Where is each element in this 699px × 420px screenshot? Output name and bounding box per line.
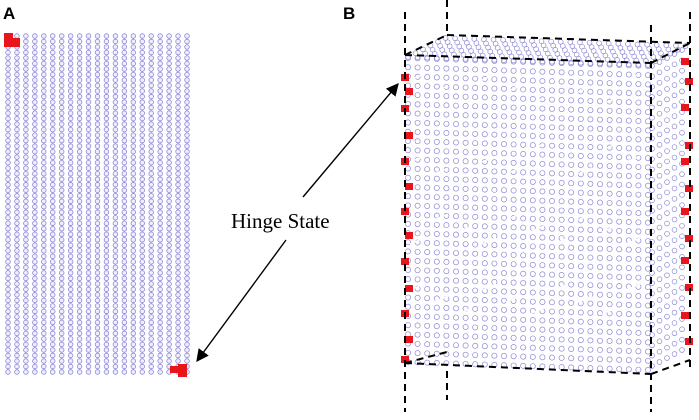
hinge-site-right-edge: [681, 208, 689, 215]
hinge-site-left-edge: [405, 336, 413, 343]
edge-top-left: [404, 34, 448, 56]
panel-b: B: [343, 0, 693, 412]
hinge-site-left-edge: [405, 88, 413, 95]
hinge-site-left-edge: [405, 285, 413, 292]
hinge-site-right-edge: [681, 158, 689, 165]
hinge-site-right-edge: [681, 58, 689, 65]
edge-bottom-right: [650, 359, 691, 375]
panel-a-hinge-sites: [4, 33, 187, 377]
hinge-site-left-edge: [405, 183, 413, 190]
arrow-to-panel-a-hinge: [196, 239, 287, 363]
edge-bottom-left: [404, 351, 448, 364]
arrow-to-panel-b-hinge: [302, 83, 399, 198]
panel-b-label: B: [343, 4, 355, 23]
hinge-site-left-edge: [405, 232, 413, 239]
hinge-site-top-left-2: [11, 38, 20, 47]
hinge-site-right-edge: [681, 104, 689, 111]
panel-b-3d-lattice: [405, 35, 689, 373]
hinge-state-label: Hinge State: [231, 209, 330, 233]
edge-top-back: [446, 34, 691, 44]
edge-top-right: [650, 42, 691, 64]
hinge-site-left-edge: [401, 258, 409, 265]
panel-a: A: [3, 4, 190, 377]
panel-a-label: A: [3, 4, 15, 23]
hinge-site-right-edge: [685, 284, 693, 291]
hinge-site-left-edge: [405, 132, 413, 139]
panel-b-box-outline: [404, 0, 691, 412]
hinge-site-right-edge: [681, 257, 689, 264]
hinge-site-top-left: [4, 33, 13, 47]
hinge-site-bottom-right: [178, 364, 187, 377]
edge-bottom-front: [404, 362, 652, 375]
panel-a-lattice: [5, 33, 190, 375]
edge-top-front: [404, 54, 652, 64]
hinge-site-right-edge: [685, 78, 693, 85]
hinge-site-right-edge: [681, 312, 689, 319]
hinge-site-left-edge: [401, 208, 409, 215]
hinge-state-callout: Hinge State: [196, 83, 399, 363]
hinge-site-right-edge: [685, 235, 693, 242]
hinge-site-bottom-right-2: [170, 366, 179, 373]
hinge-site-right-edge: [685, 185, 693, 192]
hinge-site-left-edge: [401, 356, 409, 363]
